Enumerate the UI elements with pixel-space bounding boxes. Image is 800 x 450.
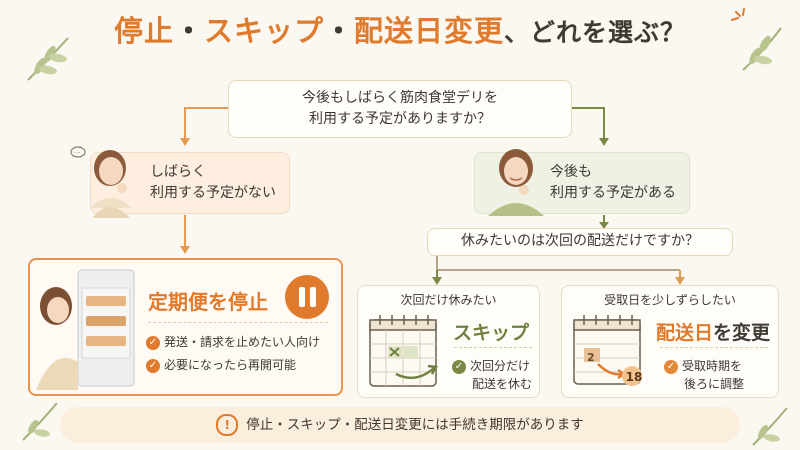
title-stop: 停止 xyxy=(113,14,174,48)
question-sub-text: 休みたいのは次回の配送だけですか？ xyxy=(461,233,699,249)
stop-item-text: 必要になったら再開可能 xyxy=(164,358,297,372)
calendar-to-date: 18 xyxy=(625,370,643,384)
title-change: 配送日変更 xyxy=(354,14,505,48)
stop-item: ✓ 必要になったら再開可能 xyxy=(146,356,336,374)
question-sub: 休みたいのは次回の配送だけですか？ xyxy=(427,228,733,256)
change-title: 配送日を変更 xyxy=(656,318,770,345)
smiling-person-icon xyxy=(488,149,544,216)
stop-item-text: 発送・請求を止めたい人向け xyxy=(164,335,321,349)
warning-icon: ! xyxy=(216,414,239,436)
change-desc: ✓ 受取時期を 後ろに調整 xyxy=(664,357,774,393)
skip-title: スキップ xyxy=(453,322,530,344)
change-desc-line2: 後ろに調整 xyxy=(684,377,745,391)
left-branch-line1: しばらく xyxy=(150,164,206,180)
thinking-person-icon: ··· xyxy=(70,146,132,218)
page-title: 停止・スキップ・配送日変更、どれを選ぶ？ xyxy=(0,8,800,50)
check-icon: ✓ xyxy=(146,358,160,373)
right-branch-text: 今後も 利用する予定がある xyxy=(550,162,685,204)
skip-desc-line1: 次回分だけ xyxy=(470,359,531,373)
check-icon: ✓ xyxy=(146,335,160,350)
banner-text: 停止・スキップ・配送日変更には手続き期限があります xyxy=(246,417,584,433)
check-icon: ✓ xyxy=(664,359,678,374)
title-dot: ・ xyxy=(324,14,355,48)
sparkle-icon xyxy=(731,8,745,21)
calendar-from-date: 2 xyxy=(587,351,595,364)
deadline-banner: ! 停止・スキップ・配送日変更には手続き期限があります xyxy=(60,407,740,443)
calendar-icon xyxy=(573,315,642,386)
title-skip: スキップ xyxy=(203,14,324,48)
stop-title: 定期便を停止 xyxy=(148,290,268,314)
stop-item: ✓ 発送・請求を止めたい人向け xyxy=(146,333,336,351)
left-branch-text: しばらく 利用する予定がない xyxy=(150,162,280,204)
leaf-decoration-icon xyxy=(752,407,788,446)
change-title-part2: を変更 xyxy=(713,322,771,344)
title-tail: 、どれを選ぶ？ xyxy=(504,18,687,47)
skip-divider xyxy=(454,347,532,348)
leaf-decoration-icon xyxy=(22,402,58,441)
calendar-icon xyxy=(369,315,439,387)
pause-icon xyxy=(285,275,329,319)
change-header: 受取日を少しずらしたい xyxy=(604,293,736,307)
check-icon: ✓ xyxy=(452,359,466,374)
stop-divider xyxy=(148,322,328,323)
skip-header: 次回だけ休みたい xyxy=(400,293,497,307)
right-branch-line1: 今後も xyxy=(550,164,592,180)
leaf-decoration-icon xyxy=(742,27,782,71)
change-title-part1: 配送日 xyxy=(656,322,714,344)
skip-desc-line2: 配送を休む xyxy=(472,377,533,391)
skip-desc: ✓ 次回分だけ 配送を休む xyxy=(452,357,538,393)
right-branch-line2: 利用する予定がある xyxy=(550,185,676,201)
question-main: 今後もしばらく筋肉食堂デリを 利用する予定がありますか？ xyxy=(228,80,572,138)
left-branch-line2: 利用する予定がない xyxy=(150,185,276,201)
change-desc-line1: 受取時期を xyxy=(682,359,743,373)
change-divider xyxy=(660,347,768,348)
leaf-decoration-icon xyxy=(27,37,69,81)
question-main-line2: 利用する予定がありますか？ xyxy=(309,111,491,127)
question-main-line1: 今後もしばらく筋肉食堂デリを xyxy=(302,90,498,106)
title-dot: ・ xyxy=(173,14,204,48)
fridge-icon xyxy=(36,269,135,390)
svg-text:···: ··· xyxy=(74,149,81,157)
